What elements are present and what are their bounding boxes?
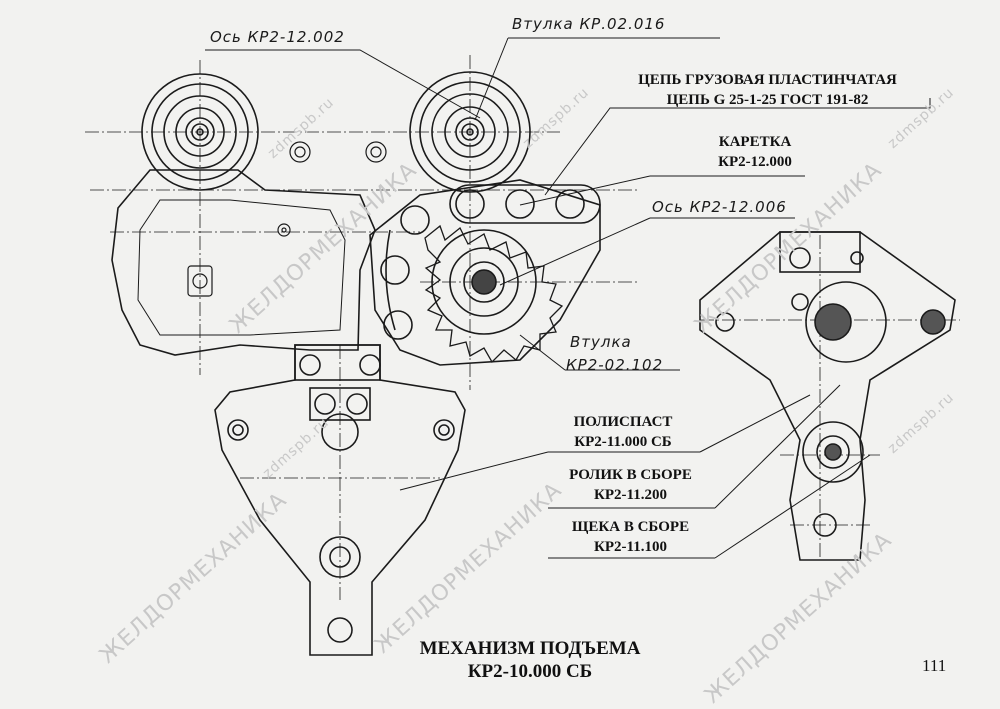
right-sheave xyxy=(409,71,531,193)
drawing-title-line2: КР2-10.000 СБ xyxy=(467,661,593,682)
label-carriage: КАРЕТКА КР2-12.000 xyxy=(700,132,810,172)
label-load-chain-line1: ЦЕПЬ ГРУЗОВАЯ ПЛАСТИНЧАТАЯ xyxy=(638,72,897,88)
label-axis-12-002: Ось КР2-12.002 xyxy=(210,28,345,46)
fasteners xyxy=(187,141,387,297)
housing-inner xyxy=(137,199,346,336)
chain-links xyxy=(380,184,601,340)
pulley-block xyxy=(214,344,466,656)
label-axis-12-006: Ось КР2-12.006 xyxy=(652,198,787,216)
leader-lines xyxy=(205,37,931,559)
label-cheek-assembly-line1: ЩЕКА В СБОРЕ xyxy=(571,519,690,535)
label-roller-assembly: РОЛИК В СБОРЕ КР2-11.200 xyxy=(548,465,713,505)
label-carriage-line1: КАРЕТКА xyxy=(718,134,792,150)
center-lines xyxy=(85,55,960,600)
label-carriage-line2: КР2-12.000 xyxy=(718,154,792,170)
page-number: 111 xyxy=(922,656,947,675)
label-bushing-02-102-line2: КР2-02.102 xyxy=(566,356,664,374)
housing-plate xyxy=(111,169,376,356)
label-bushing-02-016: Втулка КР.02.016 xyxy=(512,15,666,33)
left-sheave xyxy=(141,73,259,191)
label-cheek-assembly: ЩЕКА В СБОРЕ КР2-11.100 xyxy=(548,517,713,557)
label-roller-assembly-line2: КР2-11.200 xyxy=(594,487,667,503)
label-load-chain: ЦЕПЬ ГРУЗОВАЯ ПЛАСТИНЧАТАЯ ЦЕПЬ G 25-1-2… xyxy=(600,70,935,110)
label-cheek-assembly-line2: КР2-11.100 xyxy=(594,539,667,555)
label-roller-assembly-line1: РОЛИК В СБОРЕ xyxy=(569,467,692,483)
label-pulley-block-line1: ПОЛИСПАСТ xyxy=(573,414,673,430)
drawing-title: МЕХАНИЗМ ПОДЪЕМА КР2-10.000 СБ xyxy=(395,637,665,683)
label-pulley-block: ПОЛИСПАСТ КР2-11.000 СБ xyxy=(548,412,698,452)
side-view-assembly xyxy=(699,231,956,561)
label-pulley-block-line2: КР2-11.000 СБ xyxy=(574,434,672,450)
label-bushing-02-102-line1: Втулка xyxy=(570,333,632,351)
label-load-chain-line2: ЦЕПЬ G 25-1-25 ГОСТ 191-82 xyxy=(666,92,869,108)
drawing-title-line1: МЕХАНИЗМ ПОДЪЕМА xyxy=(419,638,641,659)
